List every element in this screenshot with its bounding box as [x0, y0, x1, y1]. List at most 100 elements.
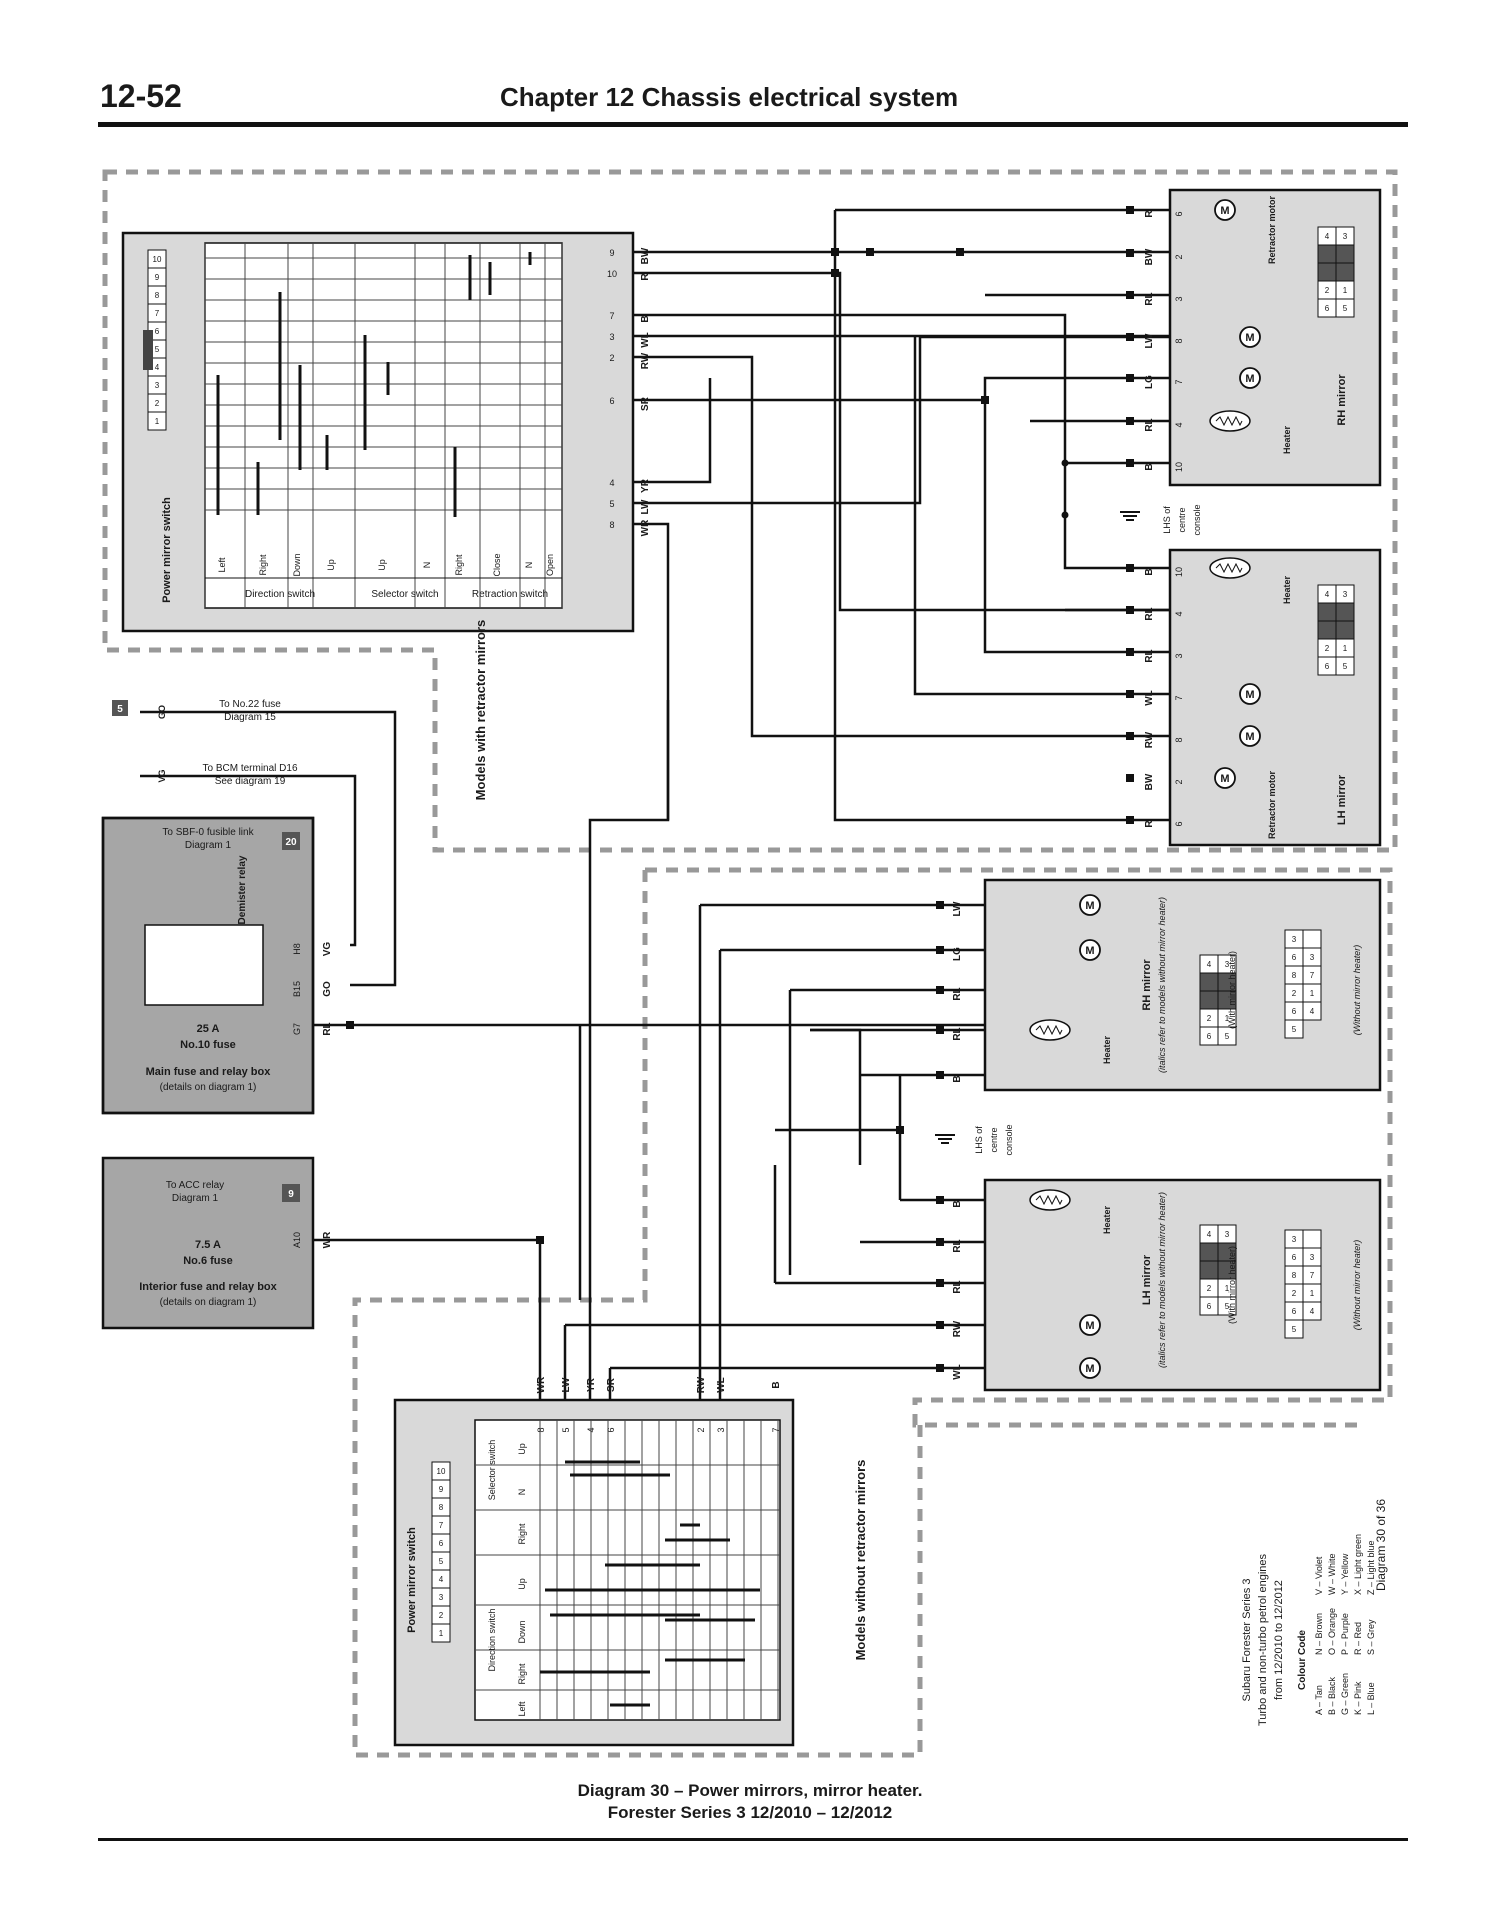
diagram-caption: Diagram 30 – Power mirrors, mirror heate…: [450, 1780, 1050, 1824]
connector: [896, 1126, 904, 1134]
switch-top-group: Selector switch: [371, 589, 438, 600]
rh-top-pin: 8: [1174, 338, 1184, 343]
connector-pin: [1335, 262, 1355, 282]
motor-label: M: [1085, 1363, 1094, 1375]
switch-top-column: Open: [545, 554, 555, 576]
colour-code-entry: N – Brown: [1314, 1613, 1324, 1655]
connector: [1126, 774, 1134, 782]
ref-badge-20: [282, 832, 300, 850]
switch-top-wire: RW: [640, 352, 651, 369]
connector-pin-label: 6: [1207, 1302, 1212, 1311]
interior-box-terminal: A10: [292, 1232, 302, 1248]
switch-bottom-wire: YR: [586, 1377, 597, 1392]
rh-bottom-wire: RL: [952, 987, 963, 1000]
connector-pin-label: 3: [439, 1593, 444, 1602]
switch-top-pin: 9: [609, 248, 614, 258]
switch-bottom-wire: LW: [561, 1377, 572, 1393]
switch-bottom-row: Right: [517, 1663, 527, 1685]
connector-pin-label: 2: [1325, 286, 1330, 295]
interior-box-subtitle: (details on diagram 1): [160, 1297, 257, 1308]
main-box-wire: VG: [322, 942, 333, 957]
chapter-title: Chapter 12 Chassis electrical system: [500, 82, 959, 112]
switch-bottom-pin: 8: [536, 1427, 546, 1432]
connector-pin-label: 3: [1343, 232, 1348, 241]
connector-pin-label: 4: [1207, 1230, 1212, 1239]
main-box-wire: RL: [322, 1022, 333, 1035]
connector-pin-label: 6: [1207, 1032, 1212, 1041]
lh-top-pin: 10: [1174, 567, 1184, 577]
heater-coil: [1035, 1194, 1063, 1206]
ref-badge-5: [112, 700, 128, 716]
rh-bottom-wire: LG: [952, 947, 963, 961]
fuse-name-10: No.10 fuse: [180, 1039, 236, 1051]
connector-pin-label: 1: [1343, 644, 1348, 653]
connector-pin-label: 3: [1310, 953, 1315, 962]
connector-pin-label: 3: [1225, 960, 1230, 969]
caption-line2: Forester Series 3 12/2010 – 12/2012: [607, 1803, 893, 1822]
switch-bottom-pin: 5: [561, 1427, 571, 1432]
wire: [698, 905, 862, 1400]
fuse-rating-7_5: 7.5 A: [195, 1239, 221, 1251]
connector-pin-label: 2: [155, 399, 160, 408]
rh-top-wire: RL: [1144, 292, 1155, 305]
connector: [831, 269, 839, 277]
connector-pin-label: 1: [1310, 1289, 1315, 1298]
connector-pin: [1217, 1296, 1237, 1316]
rh-bottom-with: (With mirror heater): [1227, 951, 1237, 1029]
footer-rule: [98, 1838, 1408, 1841]
switch-bottom-row: Right: [517, 1523, 527, 1545]
connector-pin: [1302, 1001, 1322, 1021]
connector-pin-label: 6: [1292, 1307, 1297, 1316]
rh-bottom-wire: B: [952, 1075, 963, 1082]
relay-label: Demister relay: [237, 855, 248, 924]
region-with-retractor: Models with retractor mirrors: [473, 620, 488, 801]
connector-pin-label: 5: [1343, 304, 1348, 313]
switch-top-column: Up: [326, 559, 336, 571]
switch-bottom-row: Down: [517, 1620, 527, 1643]
connector-pin-label: 1: [1225, 1284, 1230, 1293]
connector-pin-label: 2: [439, 1611, 444, 1620]
connector-pin-label: 5: [439, 1557, 444, 1566]
connector: [981, 396, 989, 404]
switch-bottom-wire: WL: [716, 1377, 727, 1393]
main-box-subtitle: (details on diagram 1): [160, 1082, 257, 1093]
colour-code-entry: G – Green: [1340, 1673, 1350, 1715]
switch-bottom-row: Up: [517, 1578, 527, 1590]
connector-pin: [1199, 1260, 1219, 1280]
lh-top-wire: BW: [1144, 773, 1155, 790]
switch-top-column: Up: [377, 559, 387, 571]
wire: [588, 700, 670, 1400]
connector-pin: [431, 1623, 451, 1643]
switch-bottom-wire: WR: [536, 1376, 547, 1393]
motor-icon: [1239, 326, 1261, 348]
connector-pin-label: 1: [1225, 1014, 1230, 1023]
colour-code-entry: P – Purple: [1340, 1613, 1350, 1655]
connector-pin-label: 5: [1292, 1025, 1297, 1034]
motor-label: M: [1245, 731, 1254, 743]
rh-bottom-title: RH mirror: [1141, 959, 1153, 1011]
lh-top-pin: 7: [1174, 695, 1184, 700]
ground-icon: [1120, 511, 1140, 521]
connector-pin-label: 8: [1292, 1271, 1297, 1280]
interior-fuse-relay-box: [101, 1156, 315, 1330]
connector-pin: [1335, 656, 1355, 676]
switch-bottom-group: Selector switch: [487, 1440, 497, 1501]
switch-bottom-pin: 3: [716, 1427, 726, 1432]
heater-coil: [1035, 1024, 1063, 1036]
connector-pin-label: 3: [1310, 1253, 1315, 1262]
rh-top-pin: 4: [1174, 422, 1184, 427]
connector-pin-label: 4: [1310, 1307, 1315, 1316]
connector-pin-label: 1: [439, 1629, 444, 1638]
switch-top-pin: 7: [609, 311, 614, 321]
connector-pin-label: 1: [155, 417, 160, 426]
switch-top-group: Retraction switch: [472, 589, 548, 600]
rh-bottom-wire: LW: [952, 901, 963, 917]
wire: [562, 334, 1170, 696]
main-box-terminal: H8: [292, 943, 302, 955]
lh-bottom-with: (With mirror heater): [1227, 1246, 1237, 1324]
lh-heater-label: Heater: [1282, 575, 1292, 604]
colour-code-title: Colour Code: [1297, 1630, 1308, 1690]
main-fuse-relay-box-outline: [101, 816, 315, 1115]
